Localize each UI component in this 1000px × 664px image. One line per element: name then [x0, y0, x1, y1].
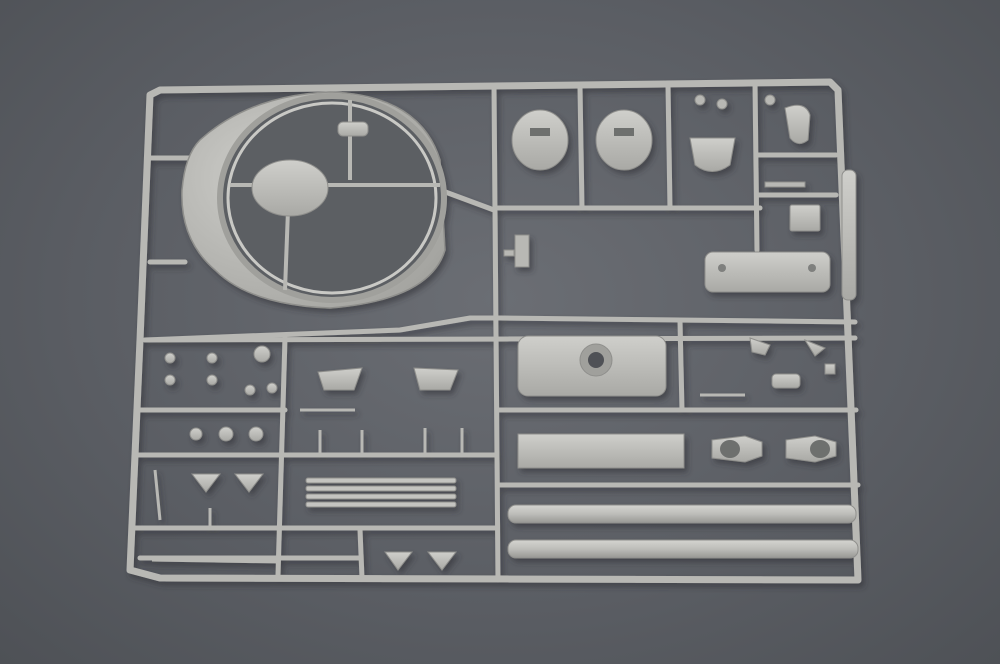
side-rail-part — [841, 169, 857, 301]
hatch-part-right — [595, 109, 653, 171]
mantlet-part — [517, 335, 667, 397]
cylinder-parts — [711, 435, 837, 463]
triangle-brackets — [190, 473, 458, 571]
shield-part — [689, 137, 736, 172]
hatch-part-left — [511, 109, 569, 171]
sprue-frame — [126, 78, 862, 584]
sprue-runners — [132, 81, 861, 583]
barrel-rod-lower — [507, 539, 859, 559]
small-stems — [151, 393, 745, 564]
bracket-parts-right — [749, 337, 836, 389]
barrel-rod-upper — [507, 504, 857, 524]
flat-plate-part — [517, 433, 685, 469]
small-round-parts — [164, 345, 278, 442]
small-parts-top — [503, 94, 806, 268]
fender-parts — [317, 367, 459, 391]
turret-ring-part — [181, 91, 447, 309]
small-bracket-part — [784, 104, 821, 232]
rod-bundle-part — [305, 477, 457, 508]
rear-panel-part — [704, 251, 831, 293]
